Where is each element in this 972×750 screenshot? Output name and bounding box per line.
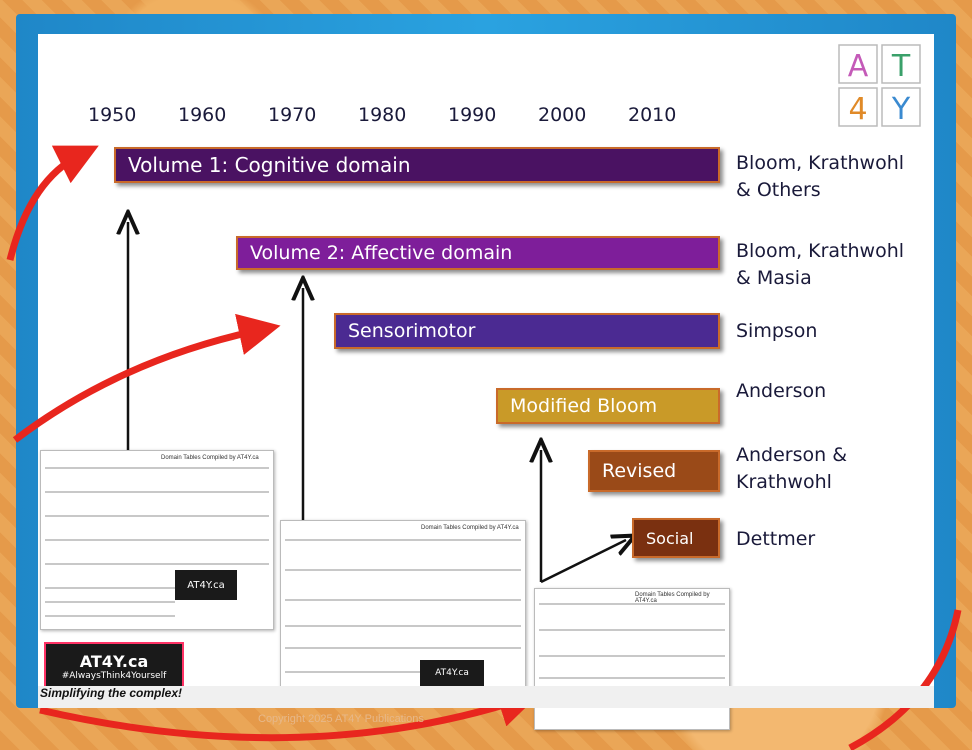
bar-label: Revised bbox=[602, 460, 677, 482]
author-line: Bloom, Krathwohl bbox=[736, 152, 905, 174]
logo-letter: 4 bbox=[848, 92, 867, 127]
year-axis: 1950 1960 1970 1980 1990 2000 2010 bbox=[0, 104, 972, 128]
year-label: 1980 bbox=[358, 104, 407, 126]
red-curve-arrow bbox=[848, 609, 962, 750]
small-brand-badge: AT4Y.ca bbox=[175, 570, 237, 600]
bar-sensorimotor: Sensorimotor bbox=[334, 313, 720, 349]
badge-name: AT4Y.ca bbox=[79, 651, 149, 671]
author-line: & Others bbox=[736, 179, 821, 201]
author-cognitive: Bloom, Krathwohl & Others bbox=[736, 150, 904, 204]
author-modified-bloom: Anderson bbox=[736, 378, 826, 405]
bar-label: Volume 1: Cognitive domain bbox=[128, 153, 411, 177]
year-label: 1950 bbox=[88, 104, 137, 126]
bar-social: Social bbox=[632, 518, 720, 558]
author-line: Anderson bbox=[736, 380, 827, 402]
author-line: Krathwohl bbox=[736, 471, 832, 493]
badge-name: AT4Y.ca bbox=[435, 668, 469, 678]
year-label: 1960 bbox=[178, 104, 227, 126]
copyright-notice: Copyright 2025 AT4Y Publications bbox=[258, 713, 424, 725]
affective-domain-table-thumbnail: Domain Tables Compiled by AT4Y.ca bbox=[280, 520, 526, 692]
at4y-logo: A T 4 Y bbox=[838, 44, 921, 127]
year-label: 1990 bbox=[448, 104, 497, 126]
bar-label: Volume 2: Affective domain bbox=[250, 242, 513, 264]
timeline-arrow bbox=[540, 540, 626, 584]
footer-strip bbox=[38, 686, 934, 708]
author-line: Dettmer bbox=[736, 528, 816, 550]
logo-letter: T bbox=[891, 49, 911, 84]
author-sensorimotor: Simpson bbox=[736, 318, 817, 345]
bar-label: Modified Bloom bbox=[510, 395, 658, 417]
doc-title: Domain Tables Compiled by AT4Y.ca bbox=[635, 592, 710, 604]
author-line: & Masia bbox=[736, 267, 812, 289]
bar-cognitive-domain: Volume 1: Cognitive domain bbox=[114, 147, 720, 183]
doc-title: Domain Tables Compiled by AT4Y.ca bbox=[161, 455, 259, 461]
red-curve-arrow bbox=[6, 145, 99, 261]
bar-affective-domain: Volume 2: Affective domain bbox=[236, 236, 720, 270]
year-label: 1970 bbox=[268, 104, 317, 126]
logo-letter: A bbox=[848, 49, 869, 84]
bar-label: Sensorimotor bbox=[348, 320, 476, 342]
red-curve-arrow bbox=[12, 313, 281, 443]
tagline: Simplifying the complex! bbox=[40, 686, 183, 700]
author-revised: Anderson & Krathwohl bbox=[736, 442, 847, 496]
bar-label: Social bbox=[646, 528, 694, 548]
author-social: Dettmer bbox=[736, 526, 815, 553]
badge-hashtag: #AlwaysThink4Yourself bbox=[61, 670, 167, 681]
affective-brand-badge: AT4Y.ca bbox=[420, 660, 484, 686]
social-domain-table-thumbnail: Domain Tables Compiled by AT4Y.ca bbox=[534, 588, 730, 730]
red-curve-arrow bbox=[39, 686, 541, 742]
author-line: Simpson bbox=[736, 320, 818, 342]
year-label: 2010 bbox=[628, 104, 677, 126]
logo-letter: Y bbox=[891, 92, 911, 127]
author-affective: Bloom, Krathwohl & Masia bbox=[736, 238, 904, 292]
author-line: Anderson & bbox=[736, 444, 848, 466]
at4y-brand-badge: AT4Y.ca #AlwaysThink4Yourself bbox=[44, 642, 184, 690]
bar-revised: Revised bbox=[588, 450, 720, 492]
badge-name: AT4Y.ca bbox=[187, 579, 225, 591]
author-line: Bloom, Krathwohl bbox=[736, 240, 905, 262]
doc-title: Domain Tables Compiled by AT4Y.ca bbox=[421, 525, 519, 531]
cognitive-domain-table-thumbnail: Domain Tables Compiled by AT4Y.ca bbox=[40, 450, 274, 630]
year-label: 2000 bbox=[538, 104, 587, 126]
bar-modified-bloom: Modified Bloom bbox=[496, 388, 720, 424]
